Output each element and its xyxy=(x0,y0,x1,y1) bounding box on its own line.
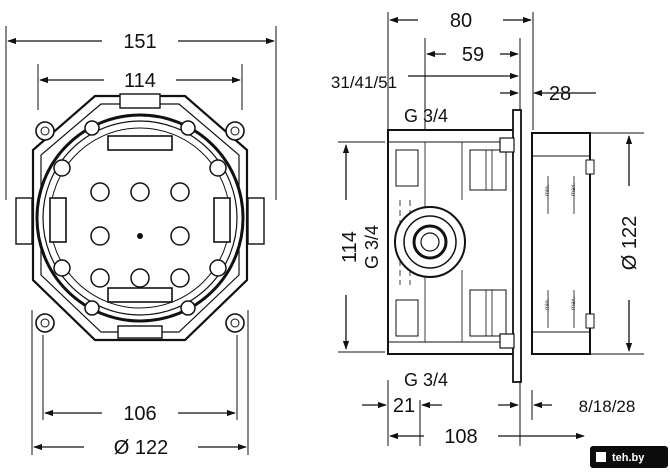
dim-bottom-inner: 106 xyxy=(123,403,156,425)
label-thread-left: G 3/4 xyxy=(362,225,382,269)
label-thread-top: G 3/4 xyxy=(404,106,448,126)
front-view xyxy=(5,26,277,455)
dim-bottom-total: 108 xyxy=(444,426,477,448)
watermark-logo-icon xyxy=(596,452,606,462)
scale-min-upper: min. xyxy=(545,184,551,196)
dim-cover-diameter: Ø 122 xyxy=(619,216,641,270)
dim-depth-options: 31/41/51 xyxy=(331,73,397,92)
front-view-labels: 151 114 106 Ø 122 xyxy=(114,31,168,459)
dim-overall-width: 151 xyxy=(123,31,156,53)
dim-depth-total: 80 xyxy=(450,10,472,32)
scale-min-lower: min. xyxy=(545,298,551,310)
label-thread-bottom: G 3/4 xyxy=(404,370,448,390)
side-view xyxy=(338,12,644,446)
scale-max-lower: max. xyxy=(571,297,577,310)
dim-plate: 28 xyxy=(549,83,571,105)
watermark: teh.by xyxy=(590,446,668,468)
dim-bottom-right: 8/18/28 xyxy=(579,397,636,416)
watermark-text: teh.by xyxy=(612,452,645,464)
dim-top-inner: 114 xyxy=(124,70,156,92)
side-view-labels: 80 59 31/41/51 28 G 3/4 114 G 3/4 Ø 122 … xyxy=(331,10,641,448)
dim-bottom-left: 21 xyxy=(393,395,415,417)
dim-height: 114 xyxy=(339,231,361,263)
dim-depth-mid: 59 xyxy=(462,44,484,66)
dim-diameter-front: Ø 122 xyxy=(114,437,168,459)
scale-max-upper: max. xyxy=(571,183,577,196)
